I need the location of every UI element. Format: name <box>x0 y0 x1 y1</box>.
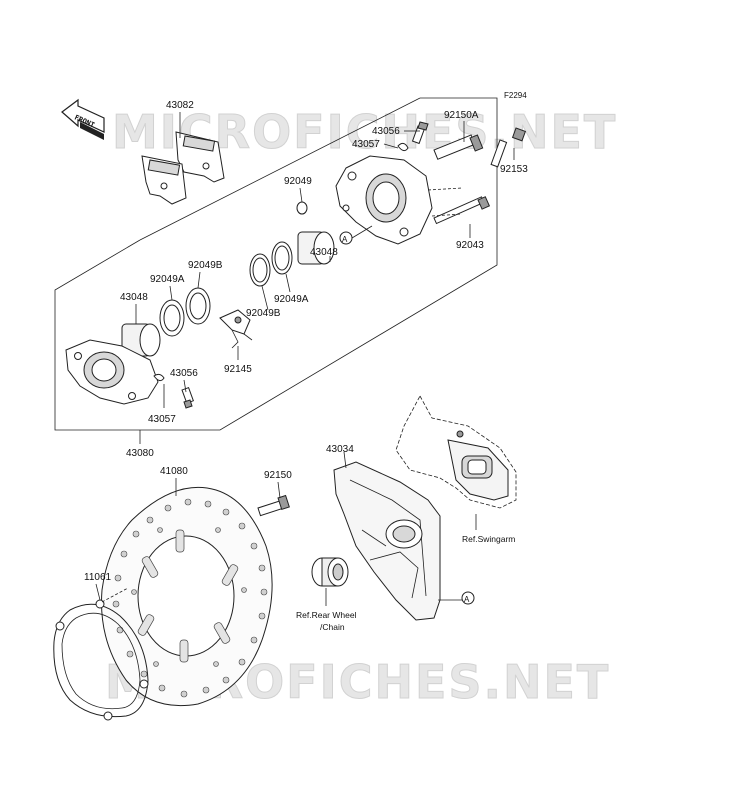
label-43080: 43080 <box>126 448 154 459</box>
caliper-bracket <box>333 461 441 621</box>
label-92049B-left: 92049B <box>188 260 223 271</box>
label-92153: 92153 <box>500 164 528 175</box>
piston-left <box>121 323 161 357</box>
bolt-92153 <box>490 127 527 168</box>
label-92150: 92150 <box>264 470 292 481</box>
pin-92043 <box>433 196 491 225</box>
label-11061: 11061 <box>84 572 112 583</box>
label-92049A-right: 92049A <box>274 294 309 305</box>
collar <box>311 557 349 587</box>
ref-marker-a-upper: A <box>339 225 373 245</box>
brake-pads <box>141 131 225 205</box>
label-41080: 41080 <box>160 466 188 477</box>
bleeder-valve-upper <box>397 121 429 152</box>
label-43048-right: 43048 <box>310 247 338 258</box>
label-43057-low: 43057 <box>148 414 176 425</box>
svg-text:A: A <box>464 595 470 604</box>
outline-diagonal <box>139 97 421 241</box>
label-92049B-right: 92049B <box>246 308 281 319</box>
caliper-assembly-outline <box>54 97 498 431</box>
label-92049A-left: 92049A <box>150 274 185 285</box>
label-92043: 92043 <box>456 240 484 251</box>
pin-bolt-92150A <box>433 134 484 160</box>
pad-spring-92145 <box>219 309 253 349</box>
ref-marker-a-lower: A <box>438 591 475 605</box>
ref-rear-wheel-line1: Ref.Rear Wheel <box>296 610 357 620</box>
bleeder-valve-lower <box>153 373 195 409</box>
bolt-92150 <box>257 494 290 517</box>
label-43048-left: 43048 <box>120 292 148 303</box>
label-43056-top: 43056 <box>372 126 400 137</box>
diagram-code: F2294 <box>504 91 527 100</box>
front-arrow-icon: FRONT <box>61 98 105 140</box>
label-43056-low: 43056 <box>170 368 198 379</box>
label-43057-top: 43057 <box>352 139 380 150</box>
caliper-body-lower <box>65 339 159 405</box>
brake-disc <box>101 486 273 707</box>
label-92150A: 92150A <box>444 110 479 121</box>
label-43034: 43034 <box>326 444 354 455</box>
label-43082: 43082 <box>166 100 194 111</box>
ref-swingarm: Ref.Swingarm <box>462 534 515 544</box>
swingarm-reference <box>395 395 517 509</box>
label-92145: 92145 <box>224 364 252 375</box>
svg-text:A: A <box>342 235 348 244</box>
seal-92049-top <box>296 201 308 215</box>
label-92049-top: 92049 <box>284 176 312 187</box>
caliper-body-upper <box>335 155 433 245</box>
ref-rear-wheel-line2: /Chain <box>320 622 345 632</box>
piston-right <box>297 231 335 265</box>
